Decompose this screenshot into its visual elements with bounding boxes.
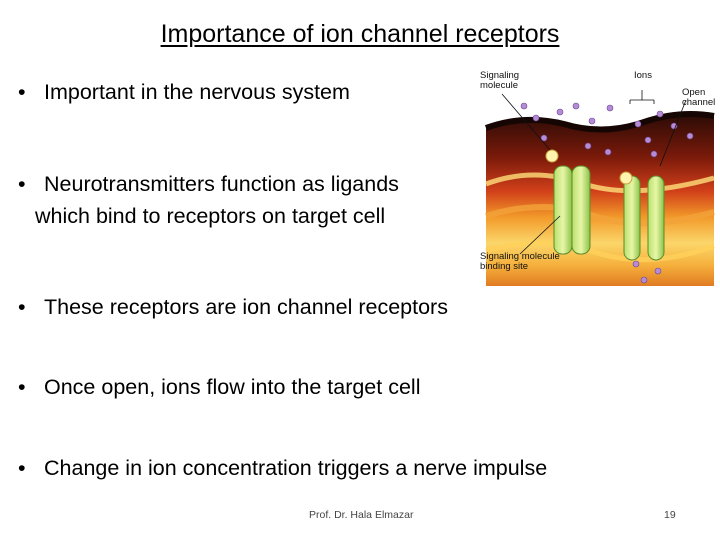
- bullet-item: • Once open, ions flow into the target ce…: [18, 371, 420, 403]
- bullet-item: • Important in the nervous system: [18, 76, 350, 108]
- bullet-text: Change in ion concentration triggers a n…: [44, 456, 548, 480]
- slide-title: Importance of ion channel receptors: [160, 20, 560, 48]
- page-number: 19: [664, 509, 676, 521]
- bullet-text: These receptors are ion channel receptor…: [44, 295, 448, 319]
- label-binding-site: Signaling molecule binding site: [480, 251, 560, 272]
- bullet-item: • Neurotransmitters function as ligands w…: [18, 168, 399, 232]
- bullet-item: • These receptors are ion channel recepto…: [18, 291, 448, 323]
- bullet-dot: •: [18, 295, 26, 319]
- ion-channel-illustration: [484, 90, 715, 286]
- bullet-dot: •: [18, 172, 26, 196]
- bullet-text: Important in the nervous system: [44, 80, 350, 104]
- bullet-text: Once open, ions flow into the target cel…: [44, 375, 421, 399]
- bullet-dot: •: [18, 375, 26, 399]
- bullet-item: • Change in ion concentration triggers a …: [18, 452, 547, 484]
- footer-author: Prof. Dr. Hala Elmazar: [309, 509, 414, 521]
- bullet-dot: •: [18, 456, 26, 480]
- label-open-channel: Open channel: [682, 87, 716, 108]
- label-ions: Ions: [634, 70, 652, 81]
- bullet-dot: •: [18, 80, 26, 104]
- bullet-text-continued: which bind to receptors on target cell: [35, 204, 386, 228]
- label-signaling-molecule: Signaling molecule: [480, 70, 520, 91]
- bullet-text: Neurotransmitters function as ligands: [44, 172, 399, 196]
- ion-channel-figure: Signaling molecule Ions Open channel Sig…: [464, 66, 716, 288]
